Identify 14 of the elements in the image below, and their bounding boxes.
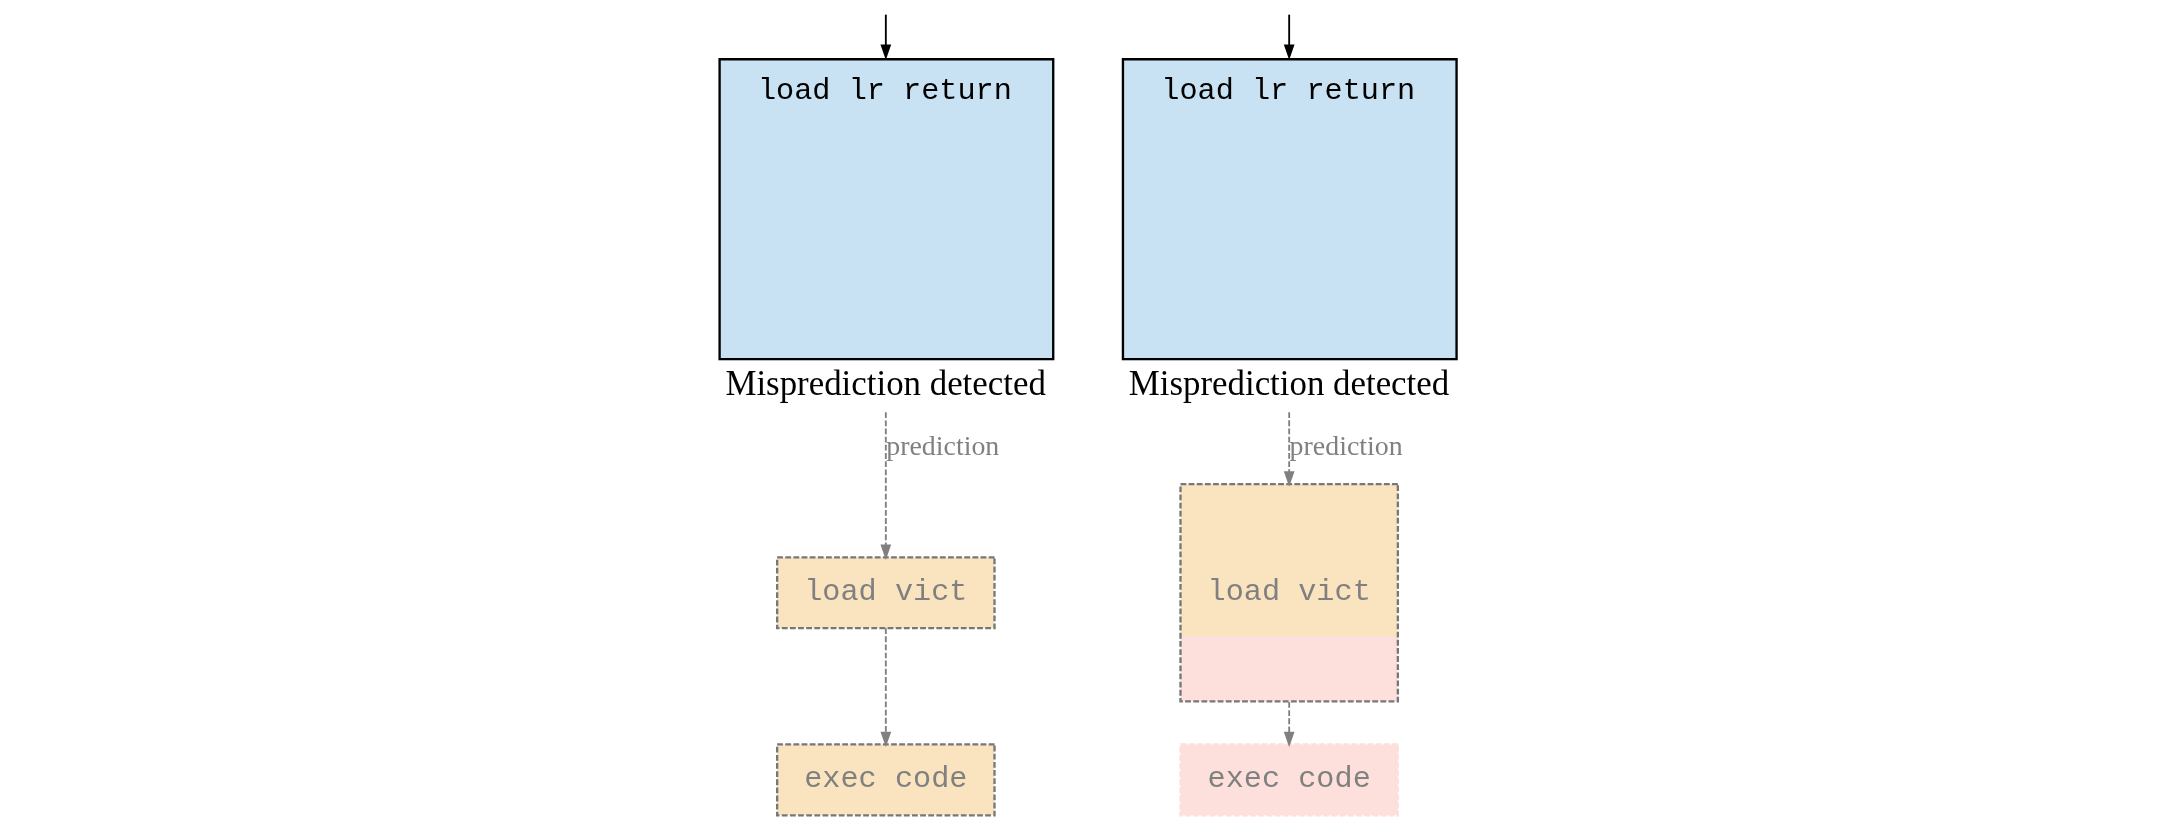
node-box: load vict	[1179, 482, 1399, 703]
node-label: Misprediction detected	[1128, 363, 1450, 403]
arrow	[880, 13, 892, 60]
node-label: Misprediction detected	[725, 363, 1046, 403]
arrow	[880, 626, 892, 747]
arrow	[1283, 13, 1295, 60]
node-box: load vict	[776, 555, 996, 629]
node-box: exec code	[776, 742, 996, 816]
edge-label: prediction	[886, 429, 1000, 461]
edge-label: prediction	[1289, 429, 1403, 461]
node-box: exec code	[1179, 742, 1399, 816]
arrow	[1283, 410, 1295, 487]
arrow	[1283, 700, 1295, 747]
arrow	[880, 410, 892, 560]
